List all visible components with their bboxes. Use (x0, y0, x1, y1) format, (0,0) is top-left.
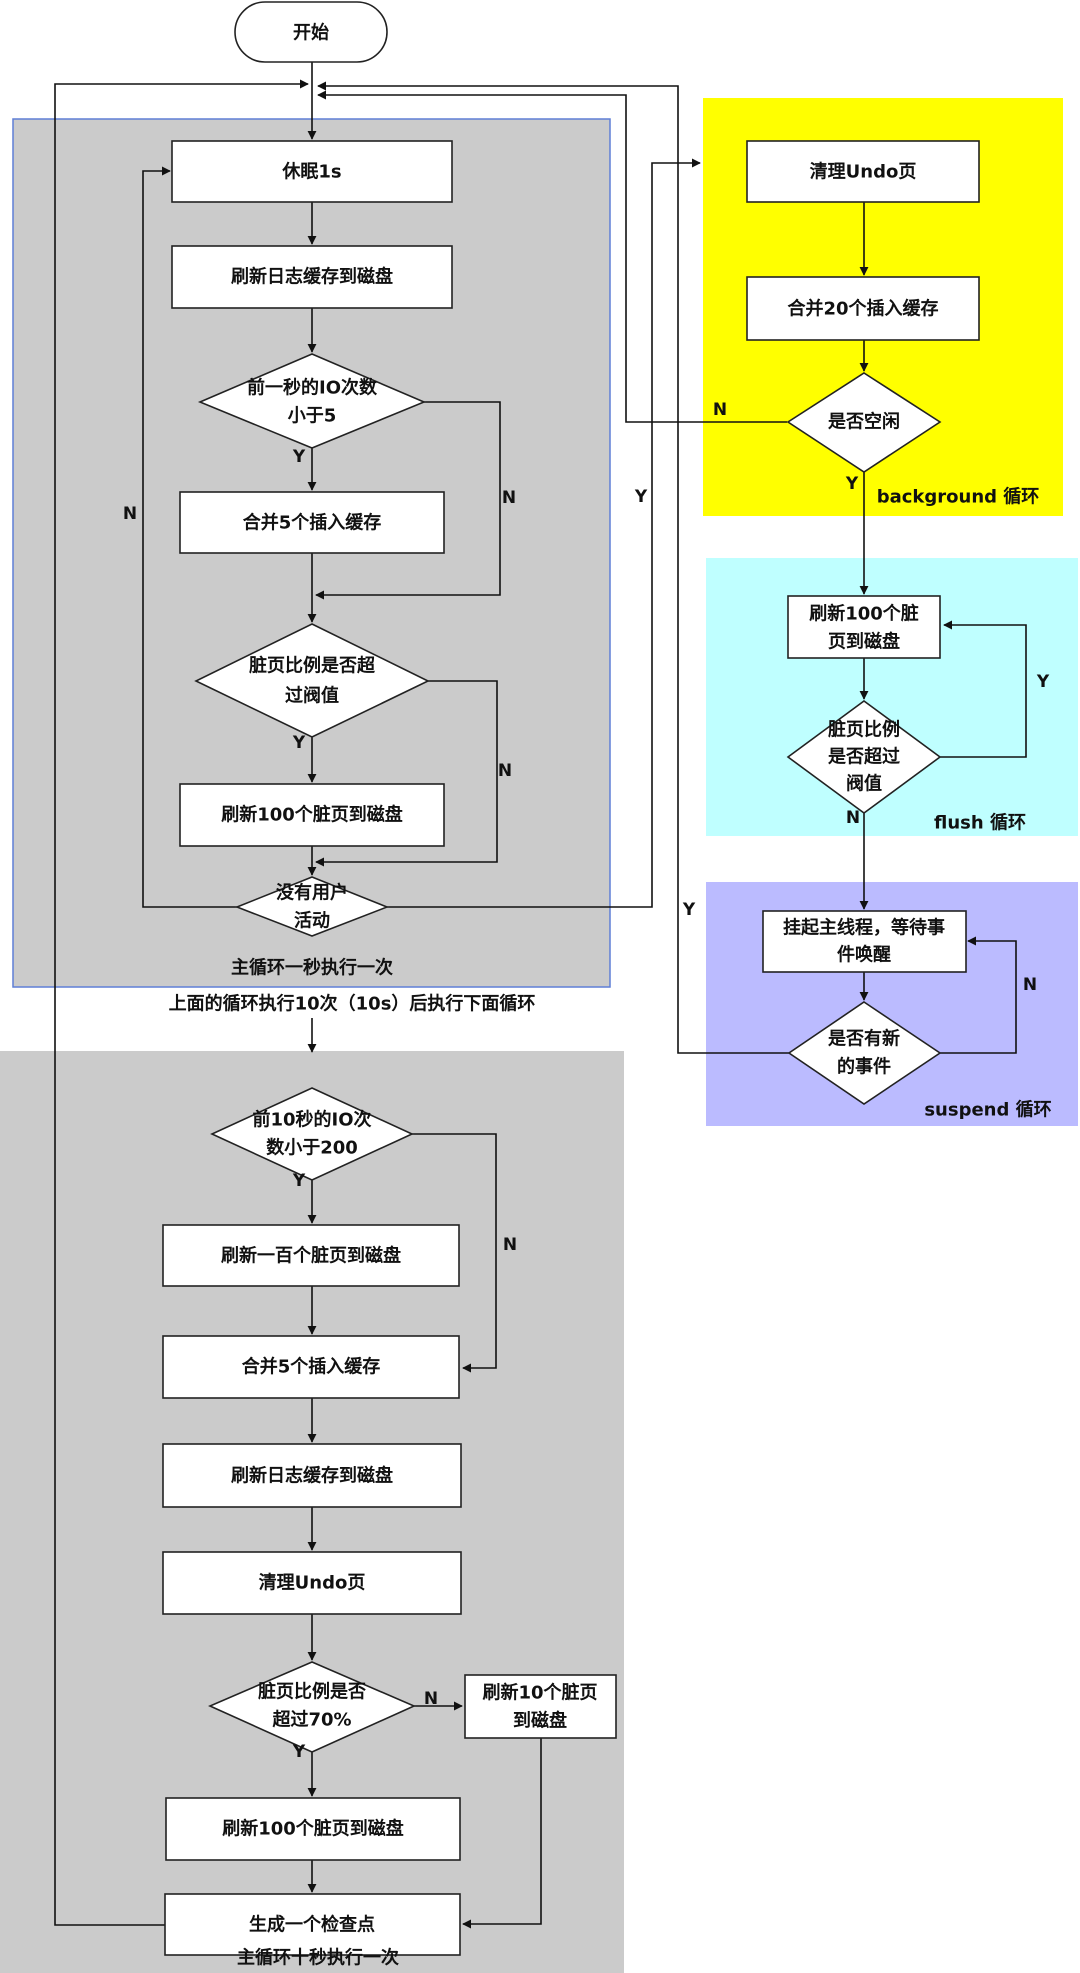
dirty-check-1-diamond (194, 623, 430, 738)
purge-undo-box-a (162, 1551, 462, 1615)
edge-label-io1s-yes: Y (292, 447, 306, 467)
io-check-10s-line2: 数小于200 (266, 1137, 358, 1159)
connectors (54, 62, 1027, 1929)
edge-label-idle-yes: Y (845, 474, 859, 494)
merge-20-label: 合并20个插入缓存 (787, 298, 938, 320)
suspend-thread-box (762, 910, 967, 973)
flush-log-label-1: 刷新日志缓存到磁盘 (231, 266, 393, 288)
new-event-line1: 是否有新 (827, 1028, 900, 1050)
edge-label-io10s-yes: Y (292, 1171, 306, 1191)
main-loop-caption: 主循环一秒执行一次 (231, 957, 393, 979)
dirty-70-line1: 脏页比例是否 (258, 1681, 366, 1703)
edge-label-activity-no: N (123, 504, 137, 524)
dirty-check-1-line2: 过阀值 (285, 685, 339, 707)
background-loop-caption: background 循环 (877, 486, 1040, 508)
dirty-70-line2: 超过70% (272, 1709, 351, 1731)
io-check-1s-line1: 前一秒的IO次数 (247, 377, 378, 399)
dirty-check-1-line1: 脏页比例是否超 (249, 655, 376, 677)
checkpoint-box (164, 1893, 461, 1956)
edge-label-dirty70-yes: Y (292, 1742, 306, 1762)
edge-label-io10s-no: N (503, 1235, 517, 1255)
dirty-check-2-line2: 是否超过 (827, 746, 900, 768)
dirty-70-diamond (208, 1661, 416, 1753)
edge-label-activity-yes: Y (634, 487, 648, 507)
flush-100-box-b (165, 1797, 461, 1861)
purge-undo-box-b (746, 140, 980, 203)
edge-label-dirty1-no: N (498, 761, 512, 781)
merge-5-label-a: 合并5个插入缓存 (243, 512, 382, 534)
flush-100-box-a (179, 783, 445, 847)
edge-labels: Y N Y N N Y Y N N Y N Y Y N N Y (123, 400, 1050, 1762)
flush-100-label-a: 刷新100个脏页到磁盘 (221, 804, 403, 826)
suspend-thread-line2: 件唤醒 (837, 944, 891, 966)
io-check-1s-diamond (197, 353, 427, 449)
purge-undo-label-b: 清理Undo页 (810, 162, 917, 183)
flush-log-label-2: 刷新日志缓存到磁盘 (231, 1465, 393, 1487)
edge-label-dirty1-yes: Y (292, 733, 306, 753)
merge-20-box (746, 276, 980, 341)
edge-label-event-no: N (1023, 975, 1037, 995)
start-node (234, 1, 388, 63)
flush-100-c-line1: 刷新100个脏 (809, 603, 919, 625)
no-user-activity-diamond (234, 876, 390, 937)
flush-log-box-1 (171, 245, 453, 309)
io-check-10s-diamond (210, 1087, 414, 1181)
edge-label-event-yes: Y (682, 900, 696, 920)
suspend-thread-line1: 挂起主线程，等待事 (783, 917, 945, 939)
sleep-box (171, 140, 453, 203)
edge-label-dirty2-yes: Y (1036, 672, 1050, 692)
io-check-1s-line2: 小于5 (288, 406, 337, 427)
io-check-10s-line1: 前10秒的IO次 (252, 1109, 371, 1131)
edge-label-io1s-no: N (502, 488, 516, 508)
merge-5-box-a (179, 491, 445, 554)
between-loops-caption: 上面的循环执行10次（10s）后执行下面循环 (169, 993, 536, 1015)
sleep-label: 休眠1s (281, 161, 341, 183)
flush-log-box-2 (162, 1443, 462, 1508)
is-idle-label: 是否空闲 (827, 411, 900, 433)
new-event-line2: 的事件 (837, 1056, 891, 1078)
flush-100-c-line2: 页到磁盘 (828, 631, 900, 653)
flush-10-box (464, 1674, 617, 1739)
is-idle-diamond (786, 372, 942, 473)
no-user-activity-line1: 没有用户 (276, 882, 348, 904)
merge-5-label-b: 合并5个插入缓存 (242, 1356, 381, 1378)
flush-10-line1: 刷新10个脏页 (482, 1682, 597, 1704)
flush-100-cn-label: 刷新一百个脏页到磁盘 (221, 1245, 401, 1267)
no-user-activity-line2: 活动 (294, 910, 330, 932)
dirty-check-2-diamond (786, 700, 942, 814)
suspend-loop-caption: suspend 循环 (924, 1099, 1051, 1121)
flush-10-line2: 到磁盘 (513, 1710, 567, 1732)
merge-5-box-b (162, 1335, 460, 1399)
ten-second-loop-caption: 主循环十秒执行一次 (237, 1947, 399, 1969)
purge-undo-label-a: 清理Undo页 (259, 1573, 366, 1594)
new-event-diamond (787, 1001, 942, 1105)
checkpoint-label: 生成一个检查点 (249, 1914, 375, 1936)
dirty-check-2-line3: 阀值 (846, 773, 882, 795)
start-label: 开始 (293, 22, 329, 44)
edge-label-dirty2-no: N (846, 808, 860, 828)
edge-label-idle-no: N (713, 400, 727, 420)
flush-100-cn-box (162, 1224, 460, 1287)
flush-loop-caption: flush 循环 (934, 812, 1026, 834)
dirty-check-2-line1: 脏页比例 (828, 719, 900, 741)
edge-label-dirty70-no: N (424, 1689, 438, 1709)
flush-100-label-b: 刷新100个脏页到磁盘 (222, 1818, 404, 1840)
flush-100-box-c (787, 595, 941, 659)
